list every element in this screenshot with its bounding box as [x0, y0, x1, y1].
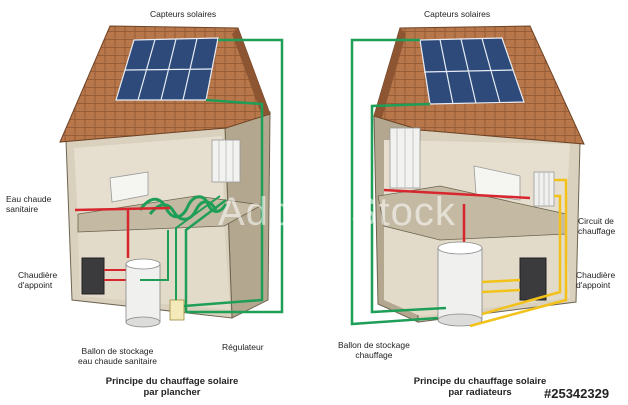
stock-number: #25342329	[544, 386, 610, 401]
left-solar-panels	[115, 37, 219, 101]
left-label-tank: Ballon de stockage eau chaude sanitaire	[78, 346, 157, 366]
right-label-tank: Ballon de stockage chauffage	[338, 340, 410, 360]
left-label-boiler: Chaudière d'appoint	[18, 270, 58, 290]
right-hot-water-pipe	[383, 188, 531, 244]
right-solar-loop-pipe	[350, 38, 447, 326]
right-solar-panels	[419, 37, 525, 105]
left-label-hot-water: Eau chaude sanitaire	[6, 194, 52, 214]
left-solar-loop-pipe	[183, 38, 284, 314]
right-house-roof-edge	[374, 28, 406, 118]
right-label-circuit: Circuit de chauffage	[578, 216, 616, 236]
left-caption: Principe du chauffage solaire par planch…	[105, 376, 239, 398]
right-house	[350, 25, 585, 328]
left-tank	[125, 258, 161, 328]
left-label-collectors: Capteurs solaires	[150, 9, 217, 19]
left-label-regulator: Régulateur	[222, 342, 264, 352]
left-house	[59, 25, 284, 328]
right-boiler	[519, 257, 547, 301]
left-boiler	[81, 257, 105, 295]
left-regulator	[169, 299, 185, 321]
watermark: Adobe Stock	[218, 190, 456, 234]
right-label-collectors: Capteurs solaires	[424, 9, 491, 19]
right-label-boiler: Chaudière d'appoint	[576, 270, 616, 290]
left-house-roof-edge	[232, 28, 270, 116]
right-bed	[473, 165, 521, 201]
right-caption: Principe du chauffage solaire par radiat…	[413, 376, 547, 398]
right-tank	[437, 241, 483, 327]
right-heating-circuit-pipe	[469, 178, 568, 328]
left-hot-water-pipe	[74, 206, 171, 258]
left-bed	[109, 171, 149, 203]
